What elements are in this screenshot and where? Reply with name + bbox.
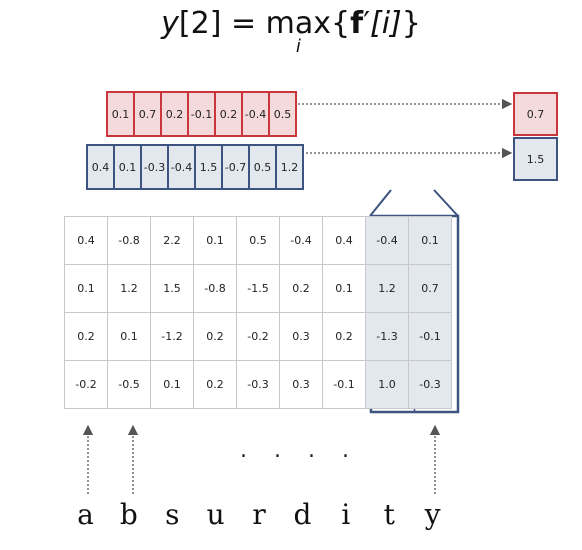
matrix-cell: 0.1: [150, 360, 194, 409]
matrix-cell: 0.2: [193, 312, 237, 361]
blue-cell: 0.1: [113, 144, 142, 190]
matrix-cell: -0.5: [107, 360, 151, 409]
matrix-cell: 1.5: [150, 264, 194, 313]
matrix-cell: -1.2: [150, 312, 194, 361]
matrix-cell: 0.7: [408, 264, 452, 313]
formula-equals: =: [230, 6, 257, 41]
red-cell: 0.2: [214, 91, 243, 137]
char-letter: s: [165, 498, 180, 531]
matrix-cell: -0.3: [236, 360, 280, 409]
red-cell: 0.2: [160, 91, 189, 137]
blue-cell: -0.4: [167, 144, 196, 190]
formula-lhs-var: y: [161, 6, 179, 41]
formula-op-sub: i: [295, 36, 301, 57]
char-letter: d: [293, 498, 312, 531]
matrix-cell: -1.5: [236, 264, 280, 313]
matrix-cell: 0.5: [236, 216, 280, 265]
red-cell: -0.1: [187, 91, 216, 137]
red-output-box: 0.7: [513, 92, 558, 136]
matrix-cell: -0.4: [279, 216, 323, 265]
blue-cell: -0.7: [221, 144, 250, 190]
blue-cell: 1.2: [275, 144, 304, 190]
char-letter: a: [77, 498, 94, 531]
matrix-cell: 0.1: [107, 312, 151, 361]
trapezoid-right: [433, 189, 459, 217]
matrix-cell: 0.1: [322, 264, 366, 313]
matrix-cell: -0.8: [107, 216, 151, 265]
matrix-cell: 0.4: [64, 216, 108, 265]
matrix-cell: 2.2: [150, 216, 194, 265]
matrix-cell: 0.2: [193, 360, 237, 409]
matrix-cell: 0.4: [322, 216, 366, 265]
formula-open-brace: {: [331, 6, 351, 41]
matrix-cell: -0.4: [365, 216, 409, 265]
char-letter: r: [252, 498, 266, 531]
red-cell: 0.5: [268, 91, 297, 137]
formula-prime: ′: [363, 6, 370, 41]
matrix-cell: 0.1: [193, 216, 237, 265]
matrix-cell: 0.1: [64, 264, 108, 313]
red-cell: -0.4: [241, 91, 270, 137]
matrix-cell: 0.2: [322, 312, 366, 361]
char-letter: u: [206, 498, 225, 531]
matrix-cell: 0.1: [408, 216, 452, 265]
trapezoid-left: [369, 189, 392, 217]
char-letter: t: [383, 498, 395, 531]
red-cell: 0.1: [106, 91, 135, 137]
matrix-cell: 0.2: [279, 264, 323, 313]
blue-cell: -0.3: [140, 144, 169, 190]
matrix-cell: 1.0: [365, 360, 409, 409]
matrix-cell: 1.2: [107, 264, 151, 313]
matrix-cell: -0.1: [408, 312, 452, 361]
red-cell: 0.7: [133, 91, 162, 137]
blue-output-box: 1.5: [513, 137, 558, 181]
formula-close-brace: }: [401, 6, 421, 41]
matrix-cell: 0.3: [279, 360, 323, 409]
char-letter: i: [341, 498, 351, 531]
matrix-cell: 0.2: [64, 312, 108, 361]
blue-cell: 0.4: [86, 144, 115, 190]
char-letter: y: [424, 498, 441, 531]
matrix-cell: -0.1: [322, 360, 366, 409]
matrix-cell: -1.3: [365, 312, 409, 361]
ellipsis: . . . .: [240, 438, 359, 463]
blue-cell: 0.5: [248, 144, 277, 190]
formula-vec: f: [350, 6, 364, 41]
formula-lhs-index: [2]: [178, 6, 222, 41]
matrix-cell: 1.2: [365, 264, 409, 313]
matrix-cell: -0.2: [64, 360, 108, 409]
formula-arg-index: [i]: [370, 6, 402, 41]
matrix-cell: -0.3: [408, 360, 452, 409]
matrix-cell: -0.2: [236, 312, 280, 361]
matrix-cell: -0.8: [193, 264, 237, 313]
formula-op: max: [265, 6, 332, 41]
matrix-cell: 0.3: [279, 312, 323, 361]
blue-cell: 1.5: [194, 144, 223, 190]
char-letter: b: [119, 498, 138, 531]
